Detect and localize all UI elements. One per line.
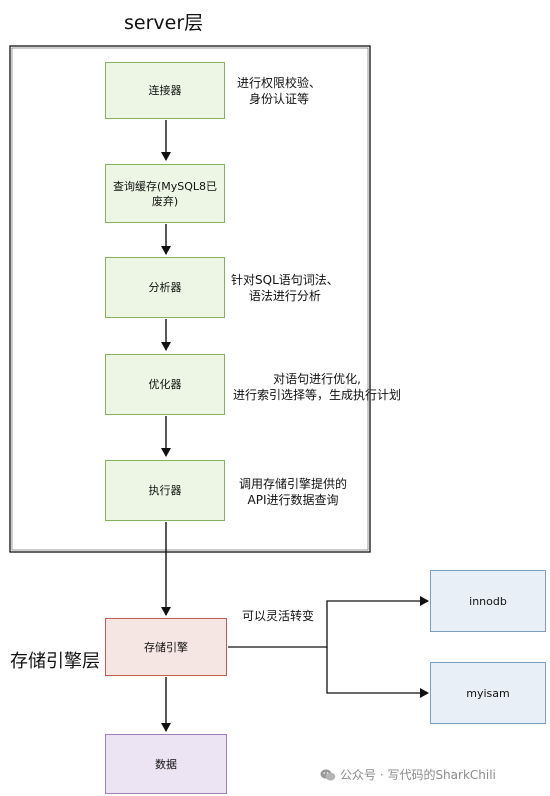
query-cache-node[interactable]: 查询缓存(MySQL8已 废弃) (105, 164, 225, 223)
arrow-engine-innodb (228, 596, 429, 648)
optimizer-note: 对语句进行优化, 进行索引选择等，生成执行计划 (233, 372, 402, 402)
executor-note: 调用存储引擎提供的 API进行数据查询 (239, 477, 348, 507)
storage-layer-title: 存储引擎层 (10, 651, 100, 672)
executor-node[interactable]: 执行器 (105, 460, 225, 521)
connector-node[interactable]: 连接器 (105, 62, 225, 119)
wechat-icon (320, 768, 336, 781)
optimizer-node[interactable]: 优化器 (105, 354, 225, 415)
data-node[interactable]: 数据 (105, 734, 227, 794)
parser-note: 针对SQL语句词法、 语法进行分析 (231, 273, 339, 303)
server-layer-frame (9, 45, 371, 553)
watermark-text: 公众号 · 写代码的SharkChili (340, 768, 496, 782)
watermark: 公众号 · 写代码的SharkChili (320, 766, 496, 783)
connector-note: 进行权限校验、 身份认证等 (237, 76, 322, 106)
storage-engine-node[interactable]: 存储引擎 (105, 618, 227, 676)
server-layer-title: server层 (124, 12, 204, 34)
parser-node[interactable]: 分析器 (105, 257, 225, 318)
arrow-engine-myisam (326, 647, 429, 698)
innodb-node[interactable]: innodb (430, 570, 546, 632)
myisam-node[interactable]: myisam (430, 662, 546, 724)
engine-branch-note: 可以灵活转变 (242, 609, 315, 623)
